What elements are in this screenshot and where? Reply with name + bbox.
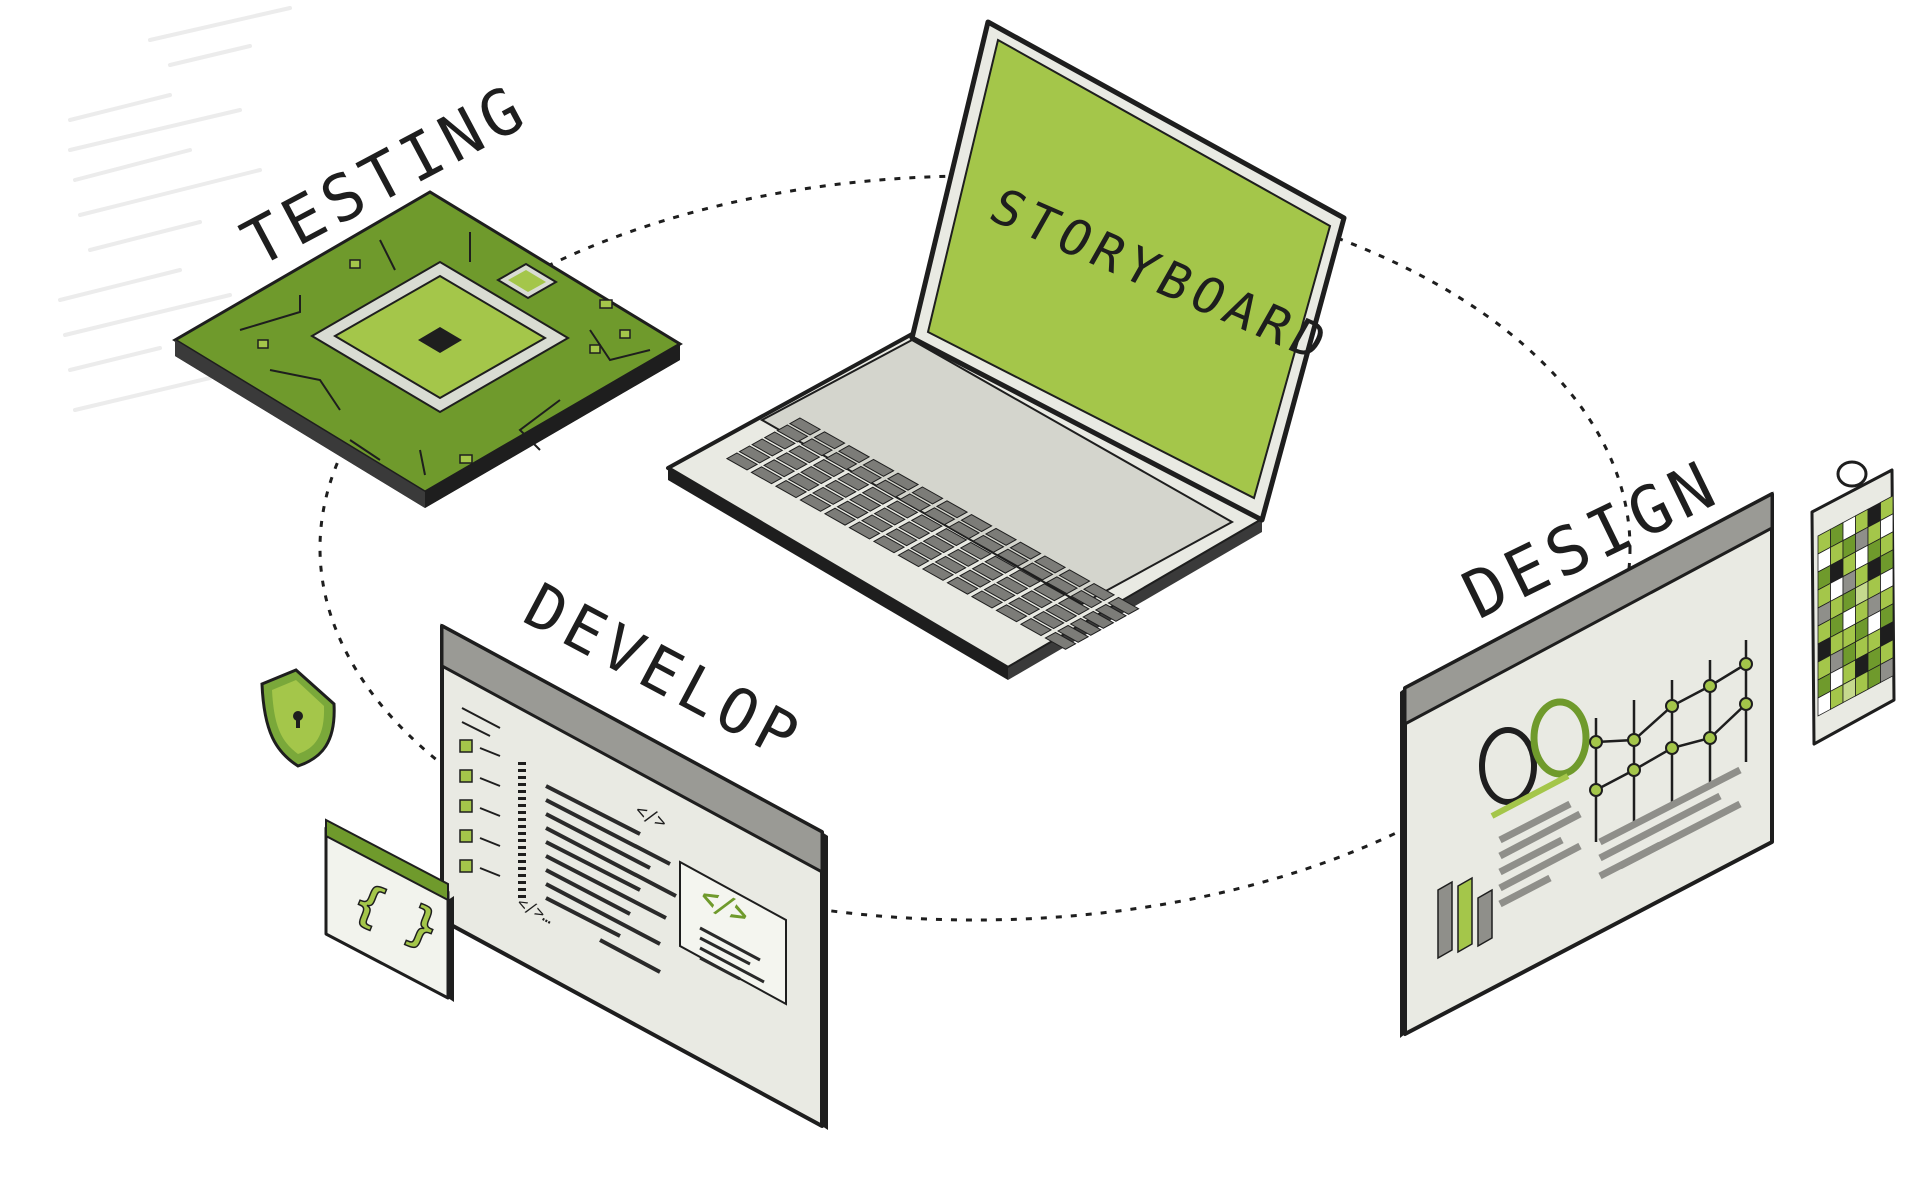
keyboard-key <box>972 534 1005 553</box>
keyboard-key <box>1082 583 1116 602</box>
keyboard-key <box>861 486 894 505</box>
code-window-icon: </> </>… </> <box>440 623 828 1130</box>
keyboard-key <box>788 445 821 464</box>
keyboard-key <box>1057 597 1090 616</box>
keyboard-key <box>1045 576 1079 595</box>
keyboard-key <box>897 549 930 568</box>
keyboard-keys <box>725 417 1140 650</box>
keyboard-key <box>960 514 993 533</box>
color-swatch <box>1880 657 1894 684</box>
color-swatch-grid <box>1817 495 1894 717</box>
keyboard-key <box>1009 541 1042 560</box>
keyboard-key <box>824 479 857 498</box>
keyboard-key <box>898 493 932 512</box>
keyboard-key <box>800 466 833 485</box>
keyboard-key <box>886 500 919 519</box>
keyboard-key <box>799 493 832 512</box>
keyboard-key <box>1070 590 1103 609</box>
keyboard-key <box>812 459 845 478</box>
keyboard-key <box>751 438 784 457</box>
laptop-icon <box>666 19 1347 680</box>
circuit-chip-icon <box>172 190 683 508</box>
keyboard-key <box>1056 624 1090 643</box>
keyboard-key <box>898 521 931 540</box>
keyboard-key <box>849 493 882 512</box>
keyboard-key <box>1044 631 1077 650</box>
keyboard-key <box>959 541 992 560</box>
keyboard-key <box>1107 596 1140 615</box>
keyboard-key <box>1019 618 1053 637</box>
keyboard-key <box>958 569 992 588</box>
keyboard-key <box>947 548 980 567</box>
keyboard-key <box>922 535 955 554</box>
keyboard-key <box>983 583 1016 602</box>
background-code-lines <box>58 6 292 412</box>
keyboard-key <box>774 480 808 499</box>
keyboard-key <box>837 445 871 464</box>
keyboard-key <box>970 590 1004 609</box>
keyboard-key <box>1069 617 1102 636</box>
keyboard-key <box>971 562 1004 581</box>
keyboard-key <box>836 500 869 519</box>
keyboard-key <box>725 452 759 471</box>
keyboard-key <box>935 528 968 547</box>
keyboard-key <box>996 548 1030 567</box>
keyboard-key <box>934 555 967 574</box>
keyboard-key <box>750 466 783 485</box>
keyboard-key <box>1033 583 1066 602</box>
keyboard-key <box>1033 555 1067 574</box>
keyboard-key <box>763 431 796 450</box>
keyboard-key <box>787 473 820 492</box>
keyboard-key <box>885 528 918 547</box>
keyboard-key <box>837 472 870 491</box>
keyboard-key <box>848 521 881 540</box>
keyboard-key <box>776 424 809 443</box>
design-dashboard-icon <box>1400 491 1774 1038</box>
keyboard-key <box>823 507 857 526</box>
keyboard-key <box>873 507 906 526</box>
color-palette-tag-icon <box>1810 460 1896 746</box>
keyboard-key <box>762 459 796 478</box>
keyboard-key <box>811 486 845 505</box>
keyboard-key <box>1007 597 1041 616</box>
keyboard-key <box>860 514 894 533</box>
keyboard-key <box>1058 569 1091 588</box>
keyboard-key <box>849 465 883 484</box>
keyboard-key <box>947 521 981 540</box>
keyboard-key <box>984 555 1017 574</box>
keyboard-key <box>995 604 1028 623</box>
keyboard-key <box>886 472 920 491</box>
keyboard-key <box>825 452 858 471</box>
keyboard-key <box>788 417 822 436</box>
checklist <box>459 707 501 877</box>
keyboard-key <box>909 542 943 561</box>
keyboard-key <box>1021 562 1054 581</box>
keyboard-key <box>911 486 944 505</box>
keyboard-key <box>1008 569 1041 588</box>
keyboard-key <box>738 445 771 464</box>
keyboard-key <box>923 507 956 526</box>
keyboard-key <box>910 514 943 533</box>
keyboard-key <box>1094 603 1128 622</box>
keyboard-key <box>775 452 808 471</box>
keyboard-key <box>1020 590 1053 609</box>
keyboard-key <box>946 576 979 595</box>
keyboard-key <box>874 479 907 498</box>
keyboard-key <box>1082 610 1115 629</box>
keyboard-key <box>872 535 906 554</box>
keyboard-key <box>1045 604 1078 623</box>
keyboard-key <box>1032 611 1065 630</box>
security-shield-icon <box>260 668 336 768</box>
keyboard-key <box>813 431 846 450</box>
keyboard-key <box>921 562 955 581</box>
keyboard-key <box>800 438 834 457</box>
json-braces-icon: { } <box>324 818 454 1002</box>
keyboard-key <box>996 576 1029 595</box>
keyboard-key <box>984 527 1018 546</box>
keyboard-key <box>862 458 895 477</box>
keyboard-key <box>935 500 969 519</box>
